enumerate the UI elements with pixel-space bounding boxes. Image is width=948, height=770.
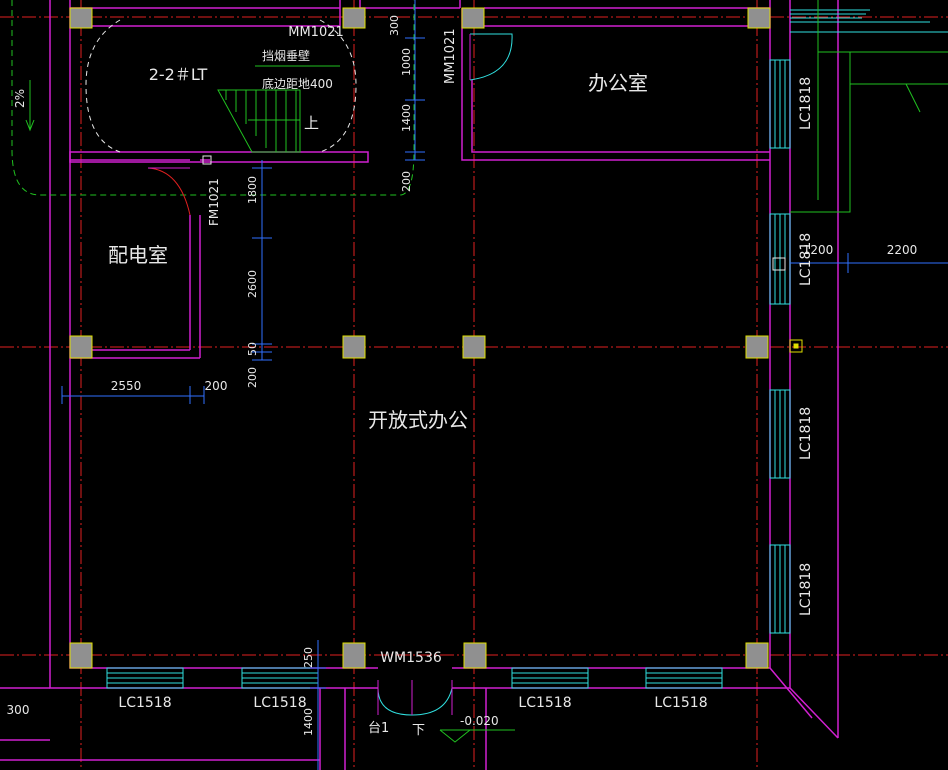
elevation-label: -0.020: [460, 714, 499, 728]
window-frames: [106, 9, 948, 689]
dim-right: [790, 253, 948, 273]
lower-left-outline: [0, 687, 320, 761]
marker-square: [789, 339, 803, 353]
column: [342, 335, 366, 359]
dim-text-200-mid: 200: [400, 171, 413, 192]
door-label-fm: FM1021: [207, 178, 221, 226]
dim-text-1400: 1400: [400, 104, 413, 132]
slope-arrow: [25, 80, 35, 132]
window-bottom-2: [241, 667, 319, 689]
column: [463, 642, 487, 669]
right-green-outline: [790, 0, 948, 213]
stair-hatch: [217, 89, 301, 153]
window-right-3: [769, 389, 791, 479]
door-mm-right-swing: [469, 33, 513, 81]
stair-notes: 挡烟垂壁 底边距地400 上: [262, 48, 333, 132]
column: [745, 642, 769, 669]
dimension-lines: [61, 0, 948, 770]
dim-vertical-mid: [405, 0, 425, 161]
room-label-office: 办公室: [588, 71, 648, 95]
stair-landing-outline: [85, 19, 357, 153]
misc-labels: 2% 台1 下 -0.020: [13, 89, 499, 738]
note-smoke-wall: 挡烟垂壁: [262, 48, 310, 63]
marker-square: [772, 257, 786, 271]
dim-text-2600: 2600: [246, 270, 259, 298]
top-right-cyan-lines: [790, 9, 948, 33]
dim-text-1800: 1800: [246, 176, 259, 204]
door-fm-swing: [147, 167, 191, 216]
window-label-bottom-4: LC1518: [654, 695, 707, 711]
column: [461, 7, 485, 29]
note-bottom-distance: 底边距地400: [262, 76, 333, 91]
window-label-bottom-3: LC1518: [518, 695, 571, 711]
column: [69, 7, 93, 29]
electrical-room-wall: [70, 159, 210, 359]
window-bottom-4: [645, 667, 723, 689]
room-label-stair: 2-2＃LT: [149, 65, 208, 84]
step-label: 台1: [368, 721, 389, 736]
right-slab: [769, 0, 839, 739]
door-wm-swing: [377, 687, 453, 716]
dim-bottom-vertical: [310, 640, 326, 770]
dim-text-2200: 2200: [887, 243, 918, 257]
bottom-step: [319, 688, 487, 770]
window-label-bottom-1: LC1518: [118, 695, 171, 711]
dim-text-2550: 2550: [111, 379, 142, 393]
dim-horizontal: [61, 386, 205, 404]
doors: [147, 33, 513, 716]
marker-square: [202, 155, 212, 165]
green-lines: [11, 0, 948, 743]
door-labels: MM1021 MM1021 FM1021 WM1536: [207, 25, 458, 666]
room-label-electrical: 配电室: [108, 243, 168, 267]
window-right-4: [769, 544, 791, 634]
dim-vertical-left: [252, 160, 272, 361]
dim-text-1400-bottom: 1400: [302, 708, 315, 736]
column: [69, 335, 93, 359]
top-edge: [339, 0, 461, 26]
dim-text-300: 300: [388, 15, 401, 36]
slope-label: 2%: [13, 89, 27, 108]
top-wall: [70, 7, 770, 27]
window-label-right-1: LC1818: [798, 77, 814, 130]
window-bottom-1: [106, 667, 184, 689]
window-bottom-3: [511, 667, 589, 689]
stair-up-label: 上: [304, 114, 319, 132]
small-markers: [202, 155, 803, 353]
down-label: 下: [412, 723, 425, 738]
dim-text-1200: 1200: [803, 243, 834, 257]
window-label-bottom-2: LC1518: [253, 695, 306, 711]
column: [747, 7, 771, 29]
window-right-1: [769, 59, 791, 149]
window-label-right-4: LC1818: [798, 563, 814, 616]
columns: [69, 7, 771, 669]
dim-text-200-left: 200: [246, 367, 259, 388]
column: [69, 642, 93, 669]
dim-text-50: 50: [246, 342, 259, 356]
door-label-mm-right: MM1021: [443, 28, 458, 84]
column: [745, 335, 769, 359]
bottom-green-lines: [439, 729, 515, 743]
dim-text-1000: 1000: [400, 48, 413, 76]
dim-text-200-h: 200: [205, 379, 228, 393]
column: [462, 335, 486, 359]
door-wm-leaf: [377, 680, 453, 715]
door-label-wm: WM1536: [380, 650, 442, 666]
dim-text-250: 250: [302, 647, 315, 668]
office-wall: [461, 8, 770, 161]
window-label-right-2: LC1818: [798, 233, 814, 286]
column: [342, 642, 366, 669]
column: [342, 7, 366, 29]
door-label-mm-top: MM1021: [288, 25, 344, 40]
stair-treads: [217, 89, 301, 153]
window-label-right-3: LC1818: [798, 407, 814, 460]
dimension-labels: 300 1000 1400 200 1800 2600 50 200 2550 …: [7, 15, 918, 736]
stair-green-dashed-outline: [11, 0, 415, 196]
room-labels: 办公室 开放式办公 配电室 2-2＃LT: [108, 65, 648, 432]
outer-wall: [49, 0, 791, 689]
marker-square-inner: [793, 343, 799, 349]
window-labels: LC1818 LC1818 LC1818 LC1818 LC1518 LC151…: [118, 77, 814, 711]
dim-text-300-bottom: 300: [7, 703, 30, 717]
room-label-open-office: 开放式办公: [368, 408, 468, 432]
